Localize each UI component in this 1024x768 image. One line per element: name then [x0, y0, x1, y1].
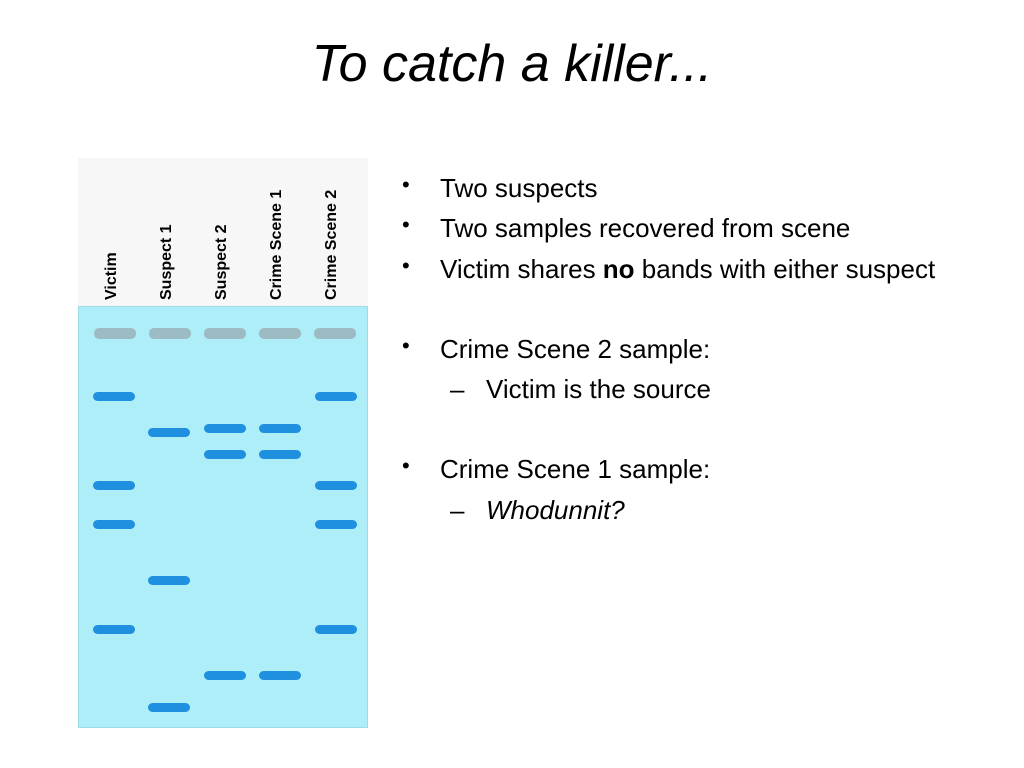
- dna-gel-figure: Victim Suspect 1 Suspect 2 Crime Scene 1…: [78, 158, 368, 728]
- gel-well: [94, 328, 136, 339]
- bullet-item: • Two samples recovered from scene: [400, 208, 1000, 248]
- gel-band: [93, 520, 135, 529]
- gel-band: [259, 424, 301, 433]
- gel-band: [93, 625, 135, 634]
- gel-band: [93, 481, 135, 490]
- sub-bullet-item: – Whodunnit?: [400, 490, 1000, 530]
- bullet-item: • Crime Scene 1 sample:: [400, 449, 1000, 489]
- bullet-list: • Two suspects • Two samples recovered f…: [400, 168, 1000, 530]
- gel-band: [259, 450, 301, 459]
- slide-title: To catch a killer...: [311, 35, 713, 93]
- bullet-item: • Victim shares no bands with either sus…: [400, 249, 1000, 289]
- bullet-item: • Crime Scene 2 sample:: [400, 329, 1000, 369]
- gel-band: [204, 450, 246, 459]
- gel-well: [259, 328, 301, 339]
- bullet-icon: •: [402, 252, 410, 278]
- gel-band: [315, 520, 357, 529]
- gel-body: [78, 306, 368, 728]
- gel-band: [259, 671, 301, 680]
- gel-band: [204, 424, 246, 433]
- gel-band: [315, 481, 357, 490]
- gel-well: [149, 328, 191, 339]
- gel-band: [148, 576, 190, 585]
- gel-band: [148, 428, 190, 437]
- lane-label-victim: Victim: [103, 252, 120, 300]
- lane-label-suspect-1: Suspect 1: [158, 224, 175, 300]
- gel-well: [204, 328, 246, 339]
- dash-icon: –: [450, 494, 465, 525]
- bullet-icon: •: [402, 453, 410, 479]
- lane-label-crime-scene-2: Crime Scene 2: [323, 189, 340, 300]
- gel-band: [204, 671, 246, 680]
- gel-band: [148, 703, 190, 712]
- sub-bullet-item: – Victim is the source: [400, 369, 1000, 409]
- gel-band: [93, 392, 135, 401]
- bullet-item: • Two suspects: [400, 168, 1000, 208]
- bullet-icon: •: [402, 172, 410, 197]
- gel-band: [315, 625, 357, 634]
- dash-icon: –: [450, 374, 465, 405]
- lane-label-suspect-2: Suspect 2: [213, 224, 230, 300]
- gel-lane-header: Victim Suspect 1 Suspect 2 Crime Scene 1…: [78, 158, 368, 306]
- lane-label-crime-scene-1: Crime Scene 1: [268, 189, 285, 300]
- bullet-icon: •: [402, 212, 410, 238]
- gel-band: [315, 392, 357, 401]
- gel-well: [314, 328, 356, 339]
- bullet-icon: •: [402, 332, 410, 358]
